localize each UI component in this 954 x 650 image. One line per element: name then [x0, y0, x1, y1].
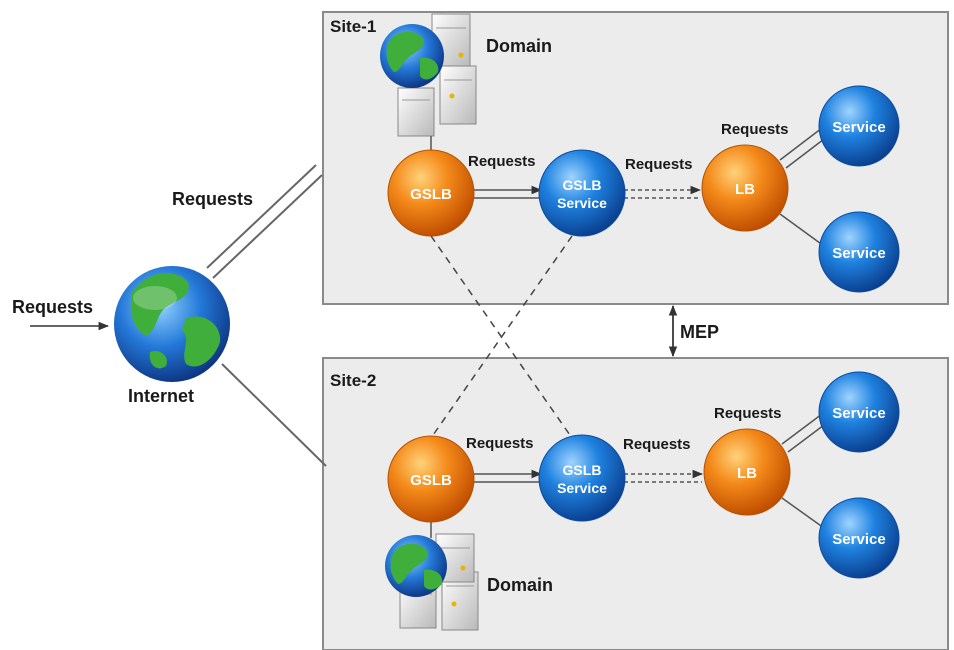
- svg-text:Service: Service: [832, 531, 885, 548]
- svg-text:GSLB: GSLB: [410, 186, 452, 203]
- site-2-domain-label: Domain: [487, 575, 553, 595]
- site-2-gslb-requests-label: Requests: [466, 435, 534, 452]
- site-2-label: Site-2: [330, 371, 376, 390]
- site-1-lb-node: LB: [701, 144, 789, 232]
- svg-text:Service: Service: [832, 245, 885, 262]
- internet-uplink-line-b: [212, 174, 323, 279]
- internet-to-site-2-line: [221, 363, 327, 467]
- svg-text:GSLB: GSLB: [410, 472, 452, 489]
- site-2-gslb-node: GSLB: [387, 435, 475, 523]
- site-2-service-requests-label: Requests: [623, 436, 691, 453]
- svg-text:LB: LB: [735, 181, 755, 198]
- site-1-label: Site-1: [330, 17, 376, 36]
- site-1-lb-requests-label: Requests: [721, 121, 789, 138]
- internet-uplink-line-a: [206, 164, 317, 269]
- site-1-gslb-node: GSLB: [387, 149, 475, 237]
- site-2-lb-requests-label: Requests: [714, 405, 782, 422]
- site-2-gslb-service-node: GSLB Service: [538, 434, 626, 522]
- site-1-service-node-1: Service: [818, 85, 900, 167]
- internet-label: Internet: [128, 386, 194, 406]
- mep-label: MEP: [680, 322, 719, 342]
- uplink-requests-label: Requests: [172, 189, 253, 209]
- internet-globe-icon: [114, 266, 230, 382]
- svg-text:Service: Service: [557, 195, 607, 211]
- incoming-requests-label: Requests: [12, 297, 93, 317]
- svg-text:Service: Service: [557, 480, 607, 496]
- svg-text:GSLB: GSLB: [563, 462, 602, 478]
- site-2-domain-globe-icon: [385, 535, 447, 597]
- site-1-gslb-requests-label: Requests: [468, 153, 536, 170]
- cross-link-service1-to-gslb2: [430, 235, 573, 439]
- svg-text:Service: Service: [832, 405, 885, 422]
- site-2-lb-node: LB: [703, 428, 791, 516]
- svg-text:LB: LB: [737, 465, 757, 482]
- site-1-gslb-service-node: GSLB Service: [538, 149, 626, 237]
- site-1-service-node-2: Service: [818, 211, 900, 293]
- svg-text:GSLB: GSLB: [563, 177, 602, 193]
- site-2-service-node-2: Service: [818, 497, 900, 579]
- site-2-service-node-1: Service: [818, 371, 900, 453]
- site-1-domain-globe-icon: [380, 24, 444, 88]
- site-1-domain-label: Domain: [486, 36, 552, 56]
- svg-text:Service: Service: [832, 119, 885, 136]
- site-1-service-requests-label: Requests: [625, 156, 693, 173]
